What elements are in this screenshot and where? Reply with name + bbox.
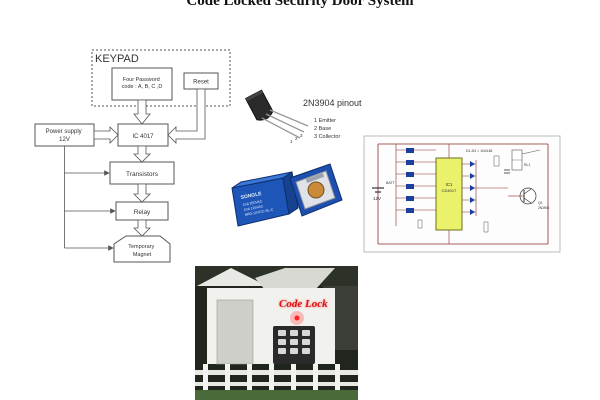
schematic-transistor-label: Q1 [538, 201, 543, 205]
keypad-group [91, 49, 231, 107]
reset-box-label: Reset [193, 80, 209, 86]
pinout-item-2: 2 Base [314, 126, 331, 132]
power-line-1: Power supply [46, 129, 82, 135]
transistors-box-label: Transistors [126, 171, 159, 178]
password-line-2: code : A, B, C ,D [122, 84, 163, 90]
relay-rating-3: SRD-12VDC-SL-C [244, 207, 274, 217]
ic-to-transistors-arrow [133, 145, 151, 163]
reset-to-ic-arrow [167, 88, 206, 144]
house-roof [197, 268, 267, 286]
magnet-box-label: Temporary Magnet [128, 244, 156, 258]
power-line-2: 12V [59, 137, 70, 143]
pin-number-2: 2 [295, 136, 298, 141]
ic-box-label: IC 4017 [132, 134, 154, 140]
keypad-module [273, 326, 315, 364]
magnet-line-2: Magnet [133, 252, 152, 258]
battery-symbol [372, 187, 384, 193]
transistor-leg-3 [269, 109, 309, 127]
pin-number-3: 3 [300, 133, 303, 138]
password-box [111, 67, 173, 101]
pin-number-1: 1 [290, 139, 293, 144]
pinout-title: 2N3904 pinout [303, 98, 362, 108]
relay-box-label: Relay [134, 209, 151, 216]
supply-label: 12V [373, 196, 381, 201]
transistor-pinout: 1 2 3 2N3904 pinout 1 Emitter 2 Base 3 C… [244, 89, 362, 144]
diode-note: D1-D4 = 1N4148 [466, 149, 492, 153]
relay-photo: SONGLE 10A 250VAC 10A 125VAC SRD-12VDC-S… [231, 163, 343, 227]
relay-rating-2: 10A 125VAC [243, 204, 264, 212]
relay-side-face [282, 171, 299, 215]
password-line-1: Four Password [123, 77, 160, 83]
relay-brand: SONGLE [240, 191, 263, 201]
relay-to-magnet-arrow [133, 219, 151, 237]
prototype-photo: Code Lock [195, 266, 358, 400]
battery-label: BATT [386, 181, 396, 185]
block-diagram: KEYPAD Four Password code : A, B, C ,D R… [34, 49, 231, 263]
schematic-ic-label: IC1 [445, 182, 453, 187]
power-supply-label: Power supply 12V [46, 129, 84, 143]
prototype-scene [195, 266, 358, 400]
transistor-body [244, 89, 274, 121]
pinout-item-3: 3 Collector [314, 134, 340, 140]
power-to-ic-arrow [93, 126, 119, 144]
schematic-relay-label: RL1 [524, 163, 530, 167]
schematic-transistor-part: 2N3904 [538, 206, 549, 210]
relay-rating-1: 10A 250VAC [242, 199, 263, 207]
house-door [216, 299, 254, 365]
switch-column [395, 144, 436, 229]
schematic-ic-part: CD4017 [442, 188, 457, 193]
transistors-to-relay-arrow [133, 183, 151, 203]
pinout-item-1: 1 Emitter [314, 118, 336, 124]
relay-coil [307, 181, 325, 199]
schematic-ic [435, 157, 463, 231]
password-box-label: Four Password code : A, B, C ,D [122, 77, 163, 90]
keypad-label: KEYPAD [95, 53, 139, 65]
fence [195, 364, 358, 400]
transistor-leg-2 [265, 113, 305, 133]
diode-column [462, 160, 508, 233]
magnet-box [113, 235, 171, 263]
transistor-leg-1 [261, 117, 301, 139]
password-to-ic-arrow [133, 99, 151, 125]
relay-armature [305, 173, 325, 183]
page-title: Code Locked Security Door System [186, 0, 414, 9]
schematic-relay [493, 149, 541, 174]
schematic-panel: 12V BATT IC1 CD4017 [363, 135, 561, 253]
photo-sign-text: Code Lock [279, 298, 328, 310]
magnet-line-1: Temporary [128, 244, 154, 250]
